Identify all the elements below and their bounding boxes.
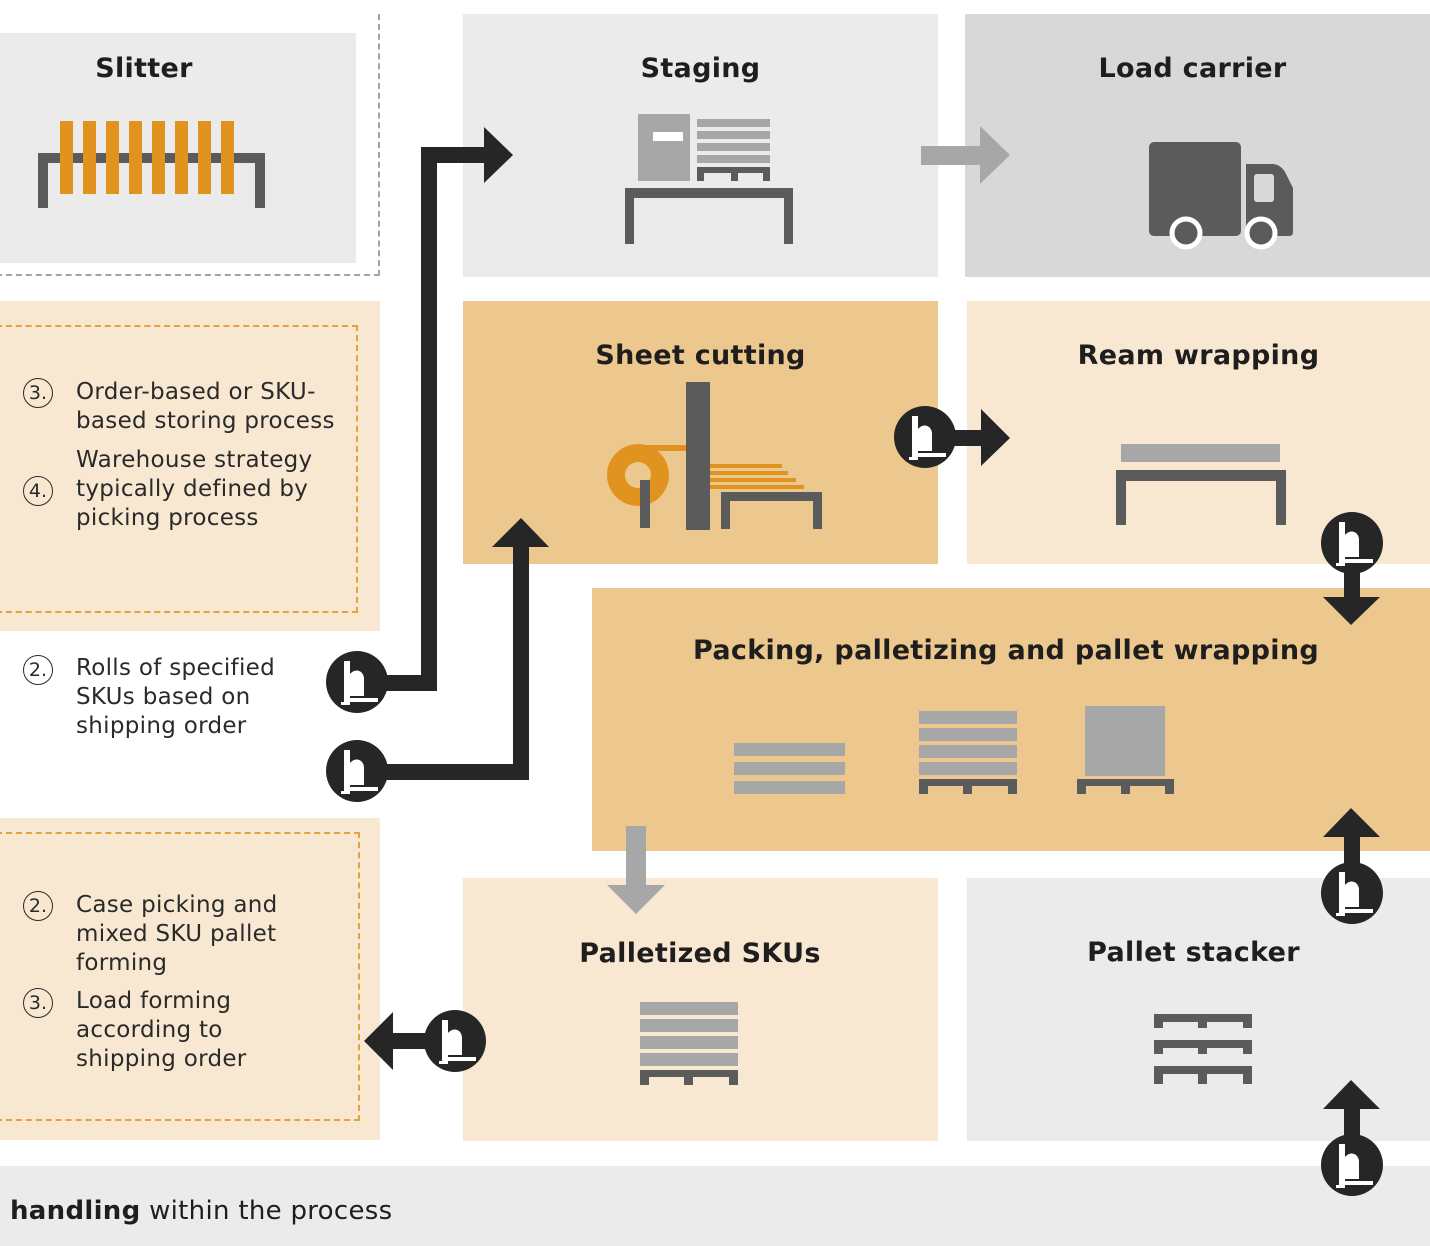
arrow-staging-to-carrier	[921, 126, 1010, 184]
forklift-icon	[1321, 512, 1383, 574]
sheet-cutter-icon	[686, 382, 822, 530]
note-case-picking: Case picking and mixed SKU pallet formin…	[76, 892, 278, 976]
note-strategy: Warehouse strategy typically defined by …	[76, 447, 313, 531]
forklift-icon	[424, 1010, 486, 1072]
storing-dashed-frame	[0, 325, 358, 613]
conveyor-to-staging	[358, 127, 513, 691]
wrapped-pallet-icon	[1077, 706, 1174, 794]
sheet-cutting-title: Sheet cutting	[595, 340, 806, 371]
note-load-forming: Load forming according to shipping order	[76, 988, 247, 1072]
note-storing: Order-based or SKU-based storing process	[76, 379, 335, 434]
forklift-icon	[326, 651, 388, 713]
forklift-icon	[1321, 862, 1383, 924]
slitter-icon	[38, 121, 265, 208]
load-carrier-title: Load carrier	[1098, 53, 1287, 84]
footer-bold: handling	[10, 1196, 141, 1226]
picking-dashed-frame	[0, 832, 360, 1121]
forklift-icon	[1321, 1134, 1383, 1196]
reams-stack-icon	[734, 743, 845, 794]
note-rolls: Rolls of specified SKUs based on shippin…	[76, 655, 275, 739]
note-number: 3.	[23, 378, 53, 408]
storage-zone-lower	[0, 818, 380, 1140]
storage-zone-upper	[0, 301, 380, 631]
pallet-icon	[640, 1002, 738, 1085]
pallet-icon	[919, 711, 1017, 794]
pallet-stacker-title: Pallet stacker	[1087, 937, 1300, 968]
paper-roll-icon	[607, 444, 688, 528]
staging-icon	[625, 114, 793, 244]
arrow-packing-to-palletized	[607, 826, 665, 914]
slitter-title: Slitter	[95, 53, 193, 84]
footer-rest: within the process	[140, 1196, 393, 1226]
note-number: 3.	[23, 988, 53, 1018]
ream-wrapping-title: Ream wrapping	[1077, 340, 1320, 371]
ream-icon	[1116, 444, 1286, 525]
note-number: 2.	[23, 655, 53, 685]
truck-icon	[1149, 142, 1293, 250]
note-number: 2.	[23, 891, 53, 921]
forklift-icon	[326, 740, 388, 802]
staging-title: Staging	[640, 53, 761, 84]
footer-caption: handling within the process	[10, 1196, 392, 1226]
forklift-icon	[894, 406, 956, 468]
footer-bar	[0, 1166, 1430, 1246]
note-number: 4.	[23, 476, 53, 506]
conveyor-to-sheet-cutting	[358, 518, 549, 780]
palletized-skus-title: Palletized SKUs	[579, 938, 821, 969]
empty-pallets-icon	[1154, 1014, 1252, 1084]
slitter-outer-dashed	[0, 14, 380, 276]
storage-zone-white	[0, 631, 358, 818]
packing-title: Packing, palletizing and pallet wrapping	[693, 635, 1319, 666]
